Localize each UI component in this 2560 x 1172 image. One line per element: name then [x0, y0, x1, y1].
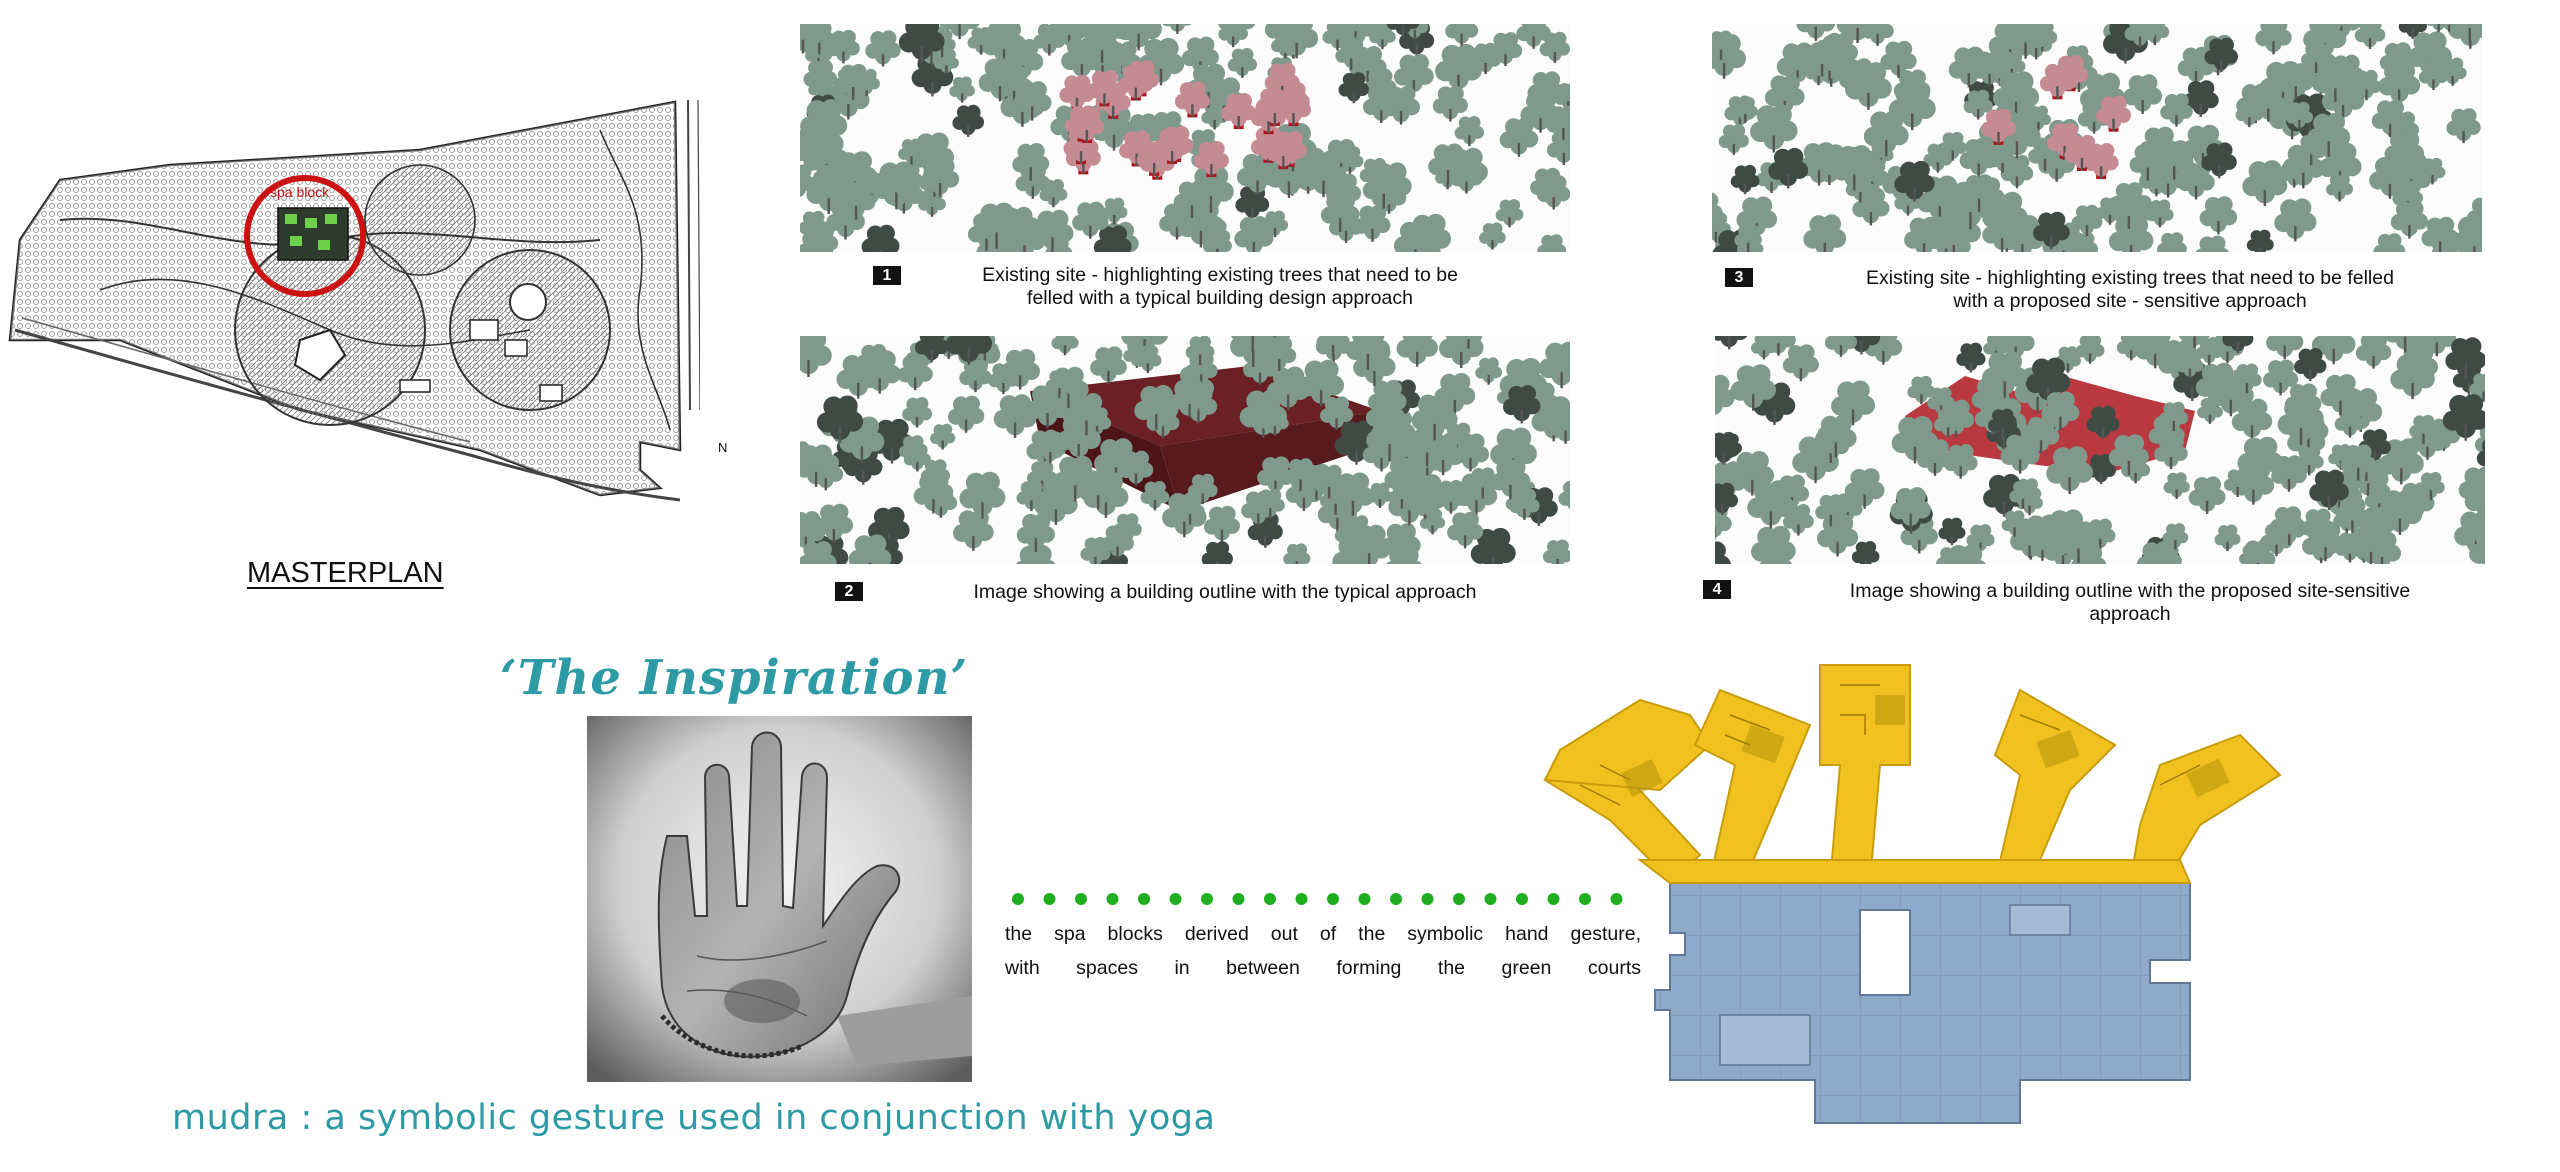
panel-3-image	[1712, 24, 2482, 252]
gesture-description: the spa blocks derived out of the symbol…	[1005, 923, 1641, 979]
panel-1-number: 1	[873, 266, 901, 285]
panel-2-image	[800, 336, 1570, 564]
spa-block-label: spa block	[270, 184, 330, 200]
panel-4-image	[1715, 336, 2485, 564]
inspiration-title: ‘The Inspiration’	[500, 650, 969, 706]
panel-2-number: 2	[835, 582, 863, 601]
masterplan-drawing: spa block N	[0, 90, 741, 510]
panel-4-number: 4	[1703, 580, 1731, 599]
mudra-caption: mudra : a symbolic gesture used in conju…	[172, 1098, 1216, 1138]
masterplan-title: MASTERPLAN	[247, 557, 444, 589]
north-label: N	[718, 440, 728, 455]
spa-block-highlight	[244, 175, 366, 297]
panel-3-number: 3	[1725, 268, 1753, 287]
hand-photo	[587, 716, 972, 1082]
panel-3-caption: Existing site - highlighting existing tr…	[1866, 267, 2394, 312]
panel-2-caption: Image showing a building outline with th…	[973, 581, 1477, 603]
panel-4-caption: Image showing a building outline with th…	[1849, 580, 2411, 625]
panel-1-caption: Existing site - highlighting existing tr…	[982, 264, 1458, 309]
spa-block-plan	[1540, 655, 2360, 1125]
green-dotted-connector	[1010, 892, 1630, 906]
panel-1-image	[800, 24, 1570, 252]
